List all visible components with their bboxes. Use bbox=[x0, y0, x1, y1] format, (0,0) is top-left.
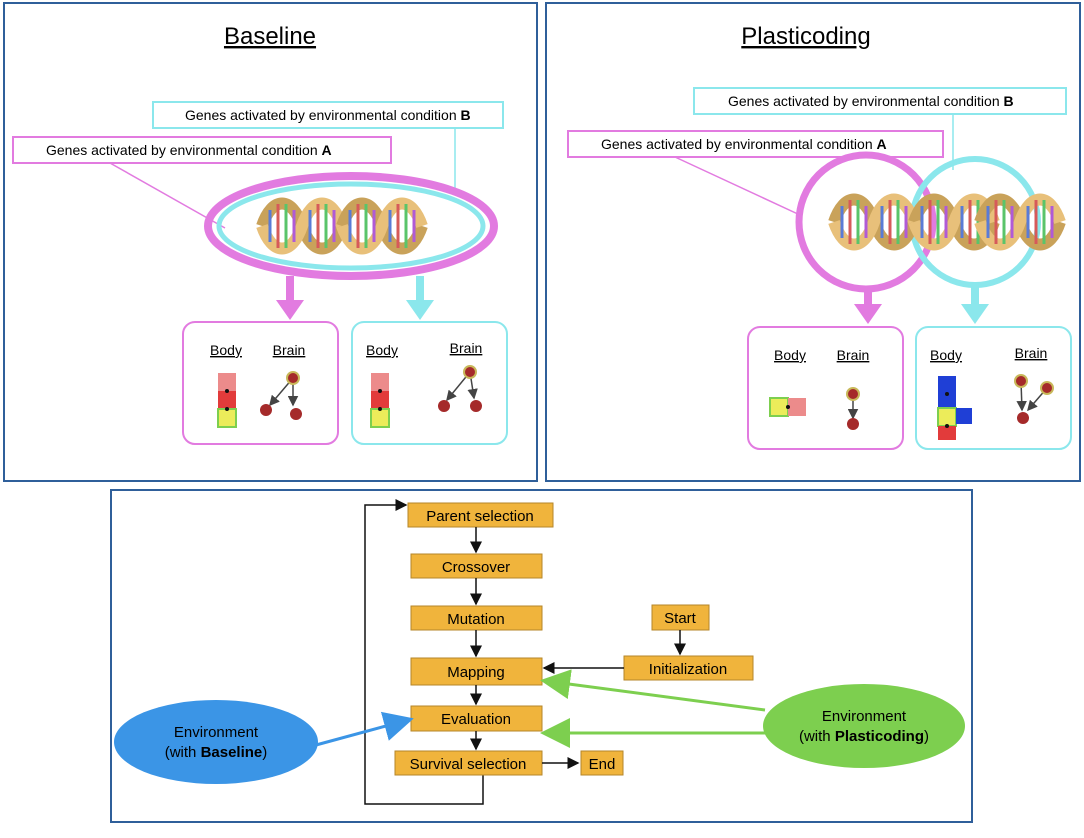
plasticoding-gene-a-box bbox=[567, 130, 944, 158]
plasticoding-gene-b-label: Genes activated by environmental conditi… bbox=[728, 93, 1014, 109]
plasticoding-phenotype-a-box bbox=[747, 326, 904, 450]
baseline-body-a-modules bbox=[217, 373, 237, 428]
flowchart-panel: Parent selection Crossover Mutation Mapp… bbox=[110, 489, 973, 823]
parent-selection-node: Parent selection bbox=[407, 502, 554, 528]
mutation-node: Mutation bbox=[410, 605, 543, 631]
svg-text:Mapping: Mapping bbox=[447, 664, 505, 681]
end-node: End bbox=[580, 750, 624, 776]
arrow-env-baseline-to-evaluation bbox=[315, 711, 414, 747]
environment-plasticoding-ellipse: Environment (with Plasticoding) bbox=[763, 684, 965, 768]
svg-text:Evaluation: Evaluation bbox=[441, 711, 511, 728]
svg-text:Mutation: Mutation bbox=[447, 611, 505, 628]
baseline-brain-a-network bbox=[260, 371, 302, 420]
baseline-body-b-modules bbox=[370, 373, 390, 428]
svg-text:(with Plasticoding): (with Plasticoding) bbox=[799, 728, 929, 745]
plasticoding-brain-a-network bbox=[846, 387, 860, 430]
baseline-brain-label-a: Brain bbox=[273, 342, 306, 358]
baseline-condition-b-ellipse bbox=[216, 181, 486, 271]
plasticoding-brain-label-a: Brain bbox=[837, 347, 870, 363]
baseline-arrow-b bbox=[406, 276, 434, 320]
baseline-gene-b-label: Genes activated by environmental conditi… bbox=[185, 107, 471, 123]
plasticoding-brain-b-network bbox=[1014, 374, 1054, 424]
mapping-node: Mapping bbox=[410, 657, 543, 686]
arrow-env-plasticoding-to-mapping bbox=[540, 669, 766, 712]
plasticoding-gene-a-connector bbox=[674, 156, 801, 216]
baseline-body-label-a: Body bbox=[210, 342, 242, 358]
plasticoding-body-a-modules bbox=[769, 397, 806, 417]
svg-text:Initialization: Initialization bbox=[649, 661, 727, 678]
baseline-phenotype-a-box bbox=[182, 321, 339, 445]
start-node: Start bbox=[651, 604, 710, 631]
baseline-gene-a-label: Genes activated by environmental conditi… bbox=[46, 142, 332, 158]
loop-back-arrow bbox=[364, 499, 484, 805]
baseline-phenotype-b-box bbox=[351, 321, 508, 445]
baseline-condition-a-ellipse bbox=[204, 172, 498, 280]
svg-text:Environment: Environment bbox=[174, 724, 259, 741]
evaluation-node: Evaluation bbox=[410, 705, 543, 732]
plasticoding-body-label-b: Body bbox=[930, 347, 962, 363]
environment-baseline-ellipse: Environment (with Baseline) bbox=[114, 700, 318, 784]
svg-text:Parent selection: Parent selection bbox=[426, 508, 534, 525]
svg-text:Environment: Environment bbox=[822, 708, 907, 725]
plasticoding-brain-label-b: Brain bbox=[1015, 345, 1048, 361]
baseline-panel: Baseline Genes activated by environmenta… bbox=[3, 2, 538, 482]
plasticoding-body-label-a: Body bbox=[774, 347, 806, 363]
plasticoding-gene-a-label: Genes activated by environmental conditi… bbox=[601, 136, 887, 152]
crossover-node: Crossover bbox=[410, 553, 543, 579]
svg-text:Start: Start bbox=[664, 610, 697, 627]
plasticoding-arrow-b bbox=[961, 286, 989, 324]
baseline-brain-b-network bbox=[438, 365, 482, 412]
initialization-node: Initialization bbox=[623, 655, 754, 681]
plasticoding-gene-b-box bbox=[693, 87, 1067, 115]
svg-text:Survival selection: Survival selection bbox=[410, 756, 527, 773]
plasticoding-title: Plasticoding bbox=[741, 23, 870, 50]
svg-text:(with Baseline): (with Baseline) bbox=[165, 744, 268, 761]
plasticoding-arrow-a bbox=[854, 288, 882, 324]
baseline-gene-b-box bbox=[152, 101, 504, 129]
survival-selection-node: Survival selection bbox=[394, 750, 543, 776]
plasticoding-body-b-modules bbox=[937, 376, 972, 440]
baseline-body-label-b: Body bbox=[366, 342, 398, 358]
baseline-brain-label-b: Brain bbox=[450, 340, 483, 356]
baseline-arrow-a bbox=[276, 276, 304, 320]
plasticoding-panel: Plasticoding Genes activated by environm… bbox=[545, 2, 1081, 482]
baseline-title: Baseline bbox=[224, 23, 316, 50]
baseline-gene-a-box bbox=[12, 136, 392, 164]
plasticoding-dna-icon bbox=[834, 200, 1060, 245]
svg-text:Crossover: Crossover bbox=[442, 559, 510, 576]
svg-text:End: End bbox=[589, 756, 616, 773]
